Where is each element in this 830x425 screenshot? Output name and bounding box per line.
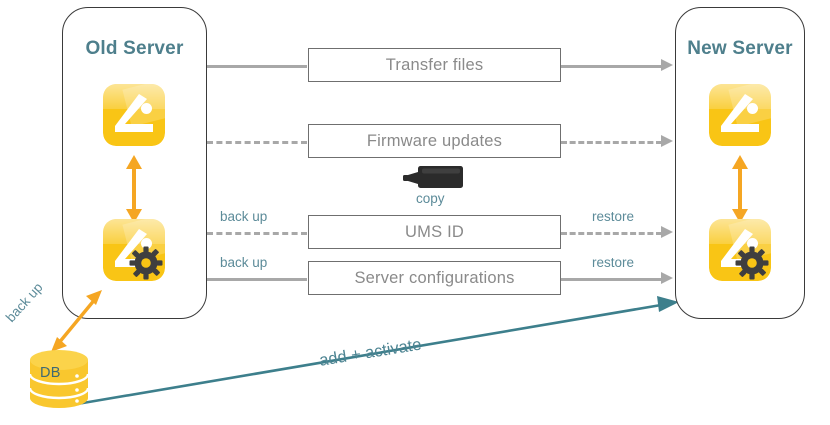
new-server-title: New Server [687,38,793,59]
db-label: DB [40,365,61,381]
usb-adapter-icon [403,166,463,188]
double-headed-arrow-old [126,155,142,223]
connector-config-right [561,278,662,281]
igel-app-icon-old [103,84,165,146]
box-firmware-updates: Firmware updates [308,124,561,158]
double-headed-arrow-new [732,155,748,223]
igel-settings-icon-old [103,219,165,281]
caption-copy: copy [416,191,445,206]
arrowhead-config [661,272,673,284]
caption-backup-config: back up [220,255,268,270]
icon-dot [141,238,152,249]
database-cylinder-icon [28,350,90,408]
icon-dot [747,238,758,249]
igel-logo-glyph [115,94,153,132]
icon-dot [141,103,152,114]
old-server-title: Old Server [85,38,184,59]
connector-transfer-left [207,65,307,68]
connector-umsid-left [207,232,307,235]
caption-backup-umsid: back up [220,209,268,224]
add-activate-arrow [76,296,679,406]
igel-logo-glyph [115,229,153,267]
connector-umsid-right [561,232,662,235]
caption-restore-config: restore [592,255,635,270]
arrowhead-umsid [661,226,673,238]
connector-transfer-right [561,65,662,68]
gear-icon [735,246,769,280]
caption-backup-db: back up [2,279,46,325]
box-server-configurations: Server configurations [308,261,561,295]
connector-firmware-right [561,141,662,144]
igel-app-icon-new [709,84,771,146]
igel-settings-icon-new [709,219,771,281]
igel-logo-glyph [721,229,759,267]
connector-config-left [207,278,307,281]
db-backup-arrow [51,290,102,352]
box-transfer-files: Transfer files [308,48,561,82]
box-ums-id: UMS ID [308,215,561,249]
connector-firmware-left [207,141,307,144]
icon-dot [747,103,758,114]
caption-restore-umsid: restore [592,209,635,224]
gear-icon [129,246,163,280]
arrowhead-firmware [661,135,673,147]
igel-logo-glyph [721,94,759,132]
arrowhead-transfer [661,59,673,71]
